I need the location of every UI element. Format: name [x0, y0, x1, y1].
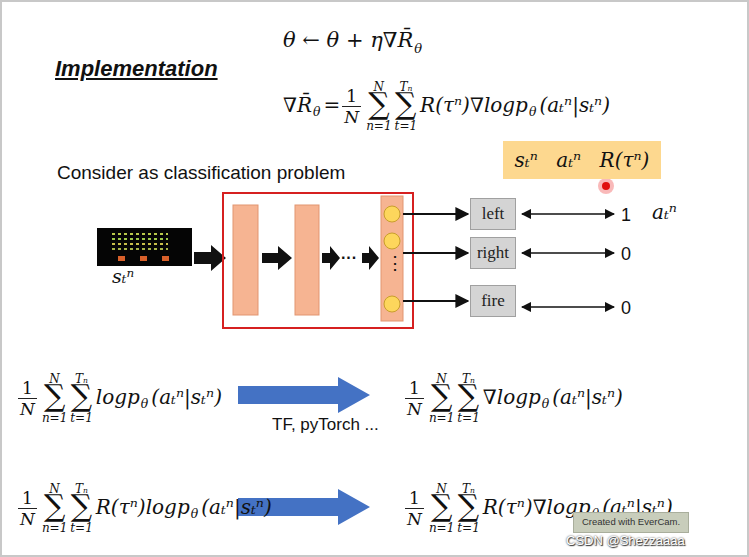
target-value: 0 [621, 245, 631, 263]
node-text: Created with EverCam. [582, 517, 680, 527]
transform-arrow [238, 377, 370, 413]
flow-arrow [362, 246, 379, 270]
fraction-denominator: N [18, 401, 37, 418]
network-layer [295, 205, 319, 315]
cursor-halo [598, 178, 614, 194]
output-arrow [403, 252, 468, 254]
target-arrow [522, 306, 614, 308]
fraction-denominator: N [405, 401, 424, 418]
formula-term: R(τⁿ)logp [96, 497, 190, 517]
target-arrow [522, 252, 614, 254]
watermark-text: CSDN @Shezzaaaa [566, 534, 685, 547]
target-arrow [522, 213, 614, 215]
sum-symbol: ∑ [42, 381, 67, 411]
invader-row [112, 243, 168, 245]
formula-term: (aₜⁿ|sₜⁿ) [539, 95, 610, 115]
sum-lower-limit: t=1 [457, 522, 480, 534]
flow-arrow [262, 246, 292, 270]
output-neuron [384, 233, 400, 249]
fraction-numerator: 1 [342, 88, 361, 107]
sum-symbol: ∑ [70, 491, 93, 521]
sum-lower-limit: n=1 [42, 412, 67, 424]
sum-symbol: ∑ [457, 491, 480, 521]
formula-term: (aₜⁿ|sₜⁿ) [552, 387, 623, 407]
formula-term: θ ← θ + η∇R̄ [283, 30, 413, 51]
node-text: sₜⁿ aₜⁿ R(τⁿ) [515, 149, 650, 171]
framework-note: TF, pyTorch ... [272, 416, 379, 433]
fraction-denominator: N [405, 511, 424, 528]
sum-lower-limit: n=1 [42, 522, 67, 534]
sum-lower-limit: t=1 [395, 120, 418, 132]
formula-term: R(τⁿ)∇logp [420, 95, 528, 115]
action-label: aₜⁿ [652, 202, 677, 222]
invader-row [112, 233, 168, 235]
sum-symbol: ∑ [395, 89, 418, 119]
formula-term: logp [96, 387, 140, 407]
formula-term: ∇logp [483, 387, 541, 407]
invader-row [112, 248, 168, 250]
network-frame [223, 193, 413, 328]
node-text: left [482, 205, 505, 224]
sum-symbol: ∑ [429, 491, 454, 521]
sum-lower-limit: t=1 [70, 522, 93, 534]
sum-symbol: ∑ [457, 381, 480, 411]
output-arrow [403, 300, 468, 302]
fraction-numerator: 1 [405, 490, 424, 509]
fraction-denominator: N [18, 511, 37, 528]
formula-term: (aₜⁿ|sₜⁿ) [201, 497, 272, 517]
subscript: θ [191, 508, 198, 520]
target-value: 0 [621, 299, 631, 317]
formula-term: ∇R̄ [283, 95, 312, 115]
subscript: θ [542, 398, 549, 410]
output-neuron [384, 296, 400, 312]
subscript: θ [141, 398, 148, 410]
action-box: left [470, 198, 516, 230]
sum-symbol: ∑ [70, 381, 93, 411]
state-label: sₜⁿ [112, 267, 134, 286]
action-box: fire [470, 285, 516, 317]
subscript: θ [313, 106, 320, 118]
vertical-ellipsis: ⋮ [386, 254, 404, 272]
formula-term: (aₜⁿ|sₜⁿ) [151, 387, 222, 407]
flow-arrow [322, 246, 340, 270]
subscript: θ [529, 106, 536, 118]
formula-term: = [324, 95, 341, 115]
fraction-denominator: N [342, 109, 361, 126]
fraction-numerator: 1 [18, 490, 37, 509]
output-neuron [384, 206, 400, 222]
output-layer [381, 196, 403, 321]
node-text: fire [481, 292, 505, 311]
sum-symbol: ∑ [42, 491, 67, 521]
network-layer [233, 205, 258, 315]
target-value: 1 [621, 206, 631, 224]
sum-symbol: ∑ [429, 381, 454, 411]
shield [140, 256, 147, 261]
ellipsis: ··· [341, 250, 357, 266]
flow-arrow [194, 245, 226, 271]
highlight-box: sₜⁿ aₜⁿ R(τⁿ) [503, 141, 661, 179]
section-heading: Implementation [55, 58, 218, 80]
node-text: right [477, 244, 509, 263]
fraction-numerator: 1 [405, 380, 424, 399]
sum-lower-limit: t=1 [457, 412, 480, 424]
sum-symbol: ∑ [366, 89, 391, 119]
watermark-badge: Created with EverCam. [573, 512, 689, 533]
fraction-numerator: 1 [18, 380, 37, 399]
cursor-dot [602, 182, 610, 190]
game-screen [97, 228, 192, 266]
action-box: right [470, 237, 516, 269]
sum-lower-limit: n=1 [429, 412, 454, 424]
sum-lower-limit: t=1 [70, 412, 93, 424]
output-arrow [403, 213, 468, 215]
sum-lower-limit: n=1 [366, 120, 391, 132]
invader-row [112, 238, 168, 240]
shield [118, 256, 125, 261]
caption-text: Consider as classification problem [57, 163, 345, 182]
shield [162, 256, 169, 261]
subscript: θ [414, 42, 422, 55]
sum-lower-limit: n=1 [429, 522, 454, 534]
